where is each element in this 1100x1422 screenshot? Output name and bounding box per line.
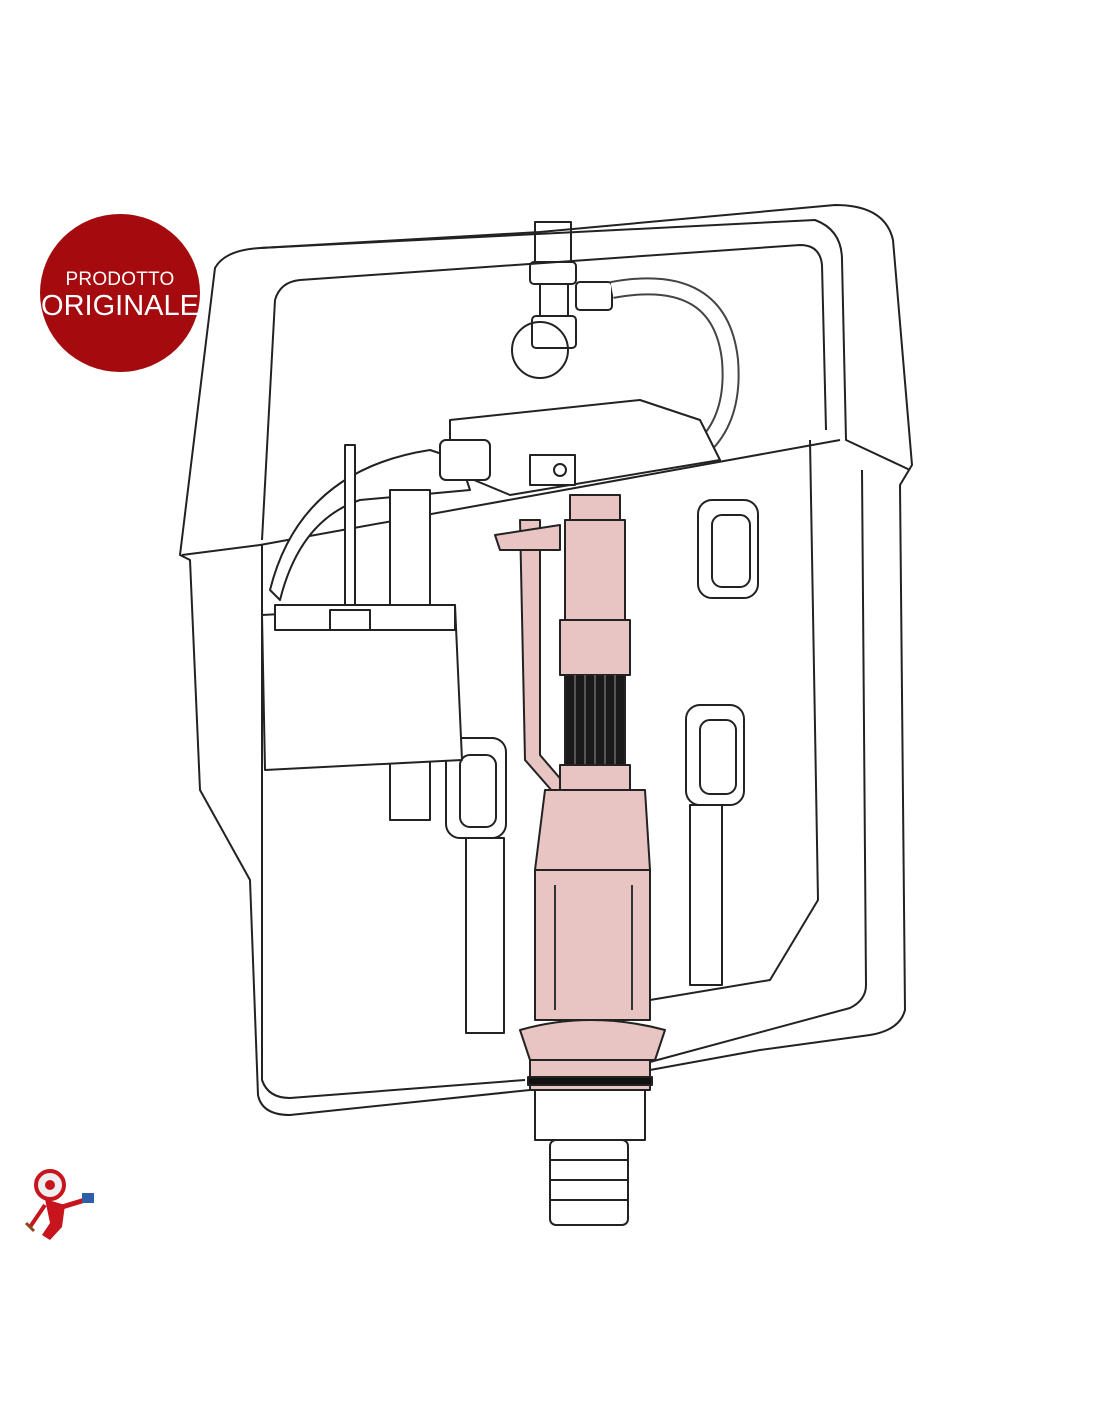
robot-mascot-icon bbox=[24, 1169, 94, 1240]
water-inlet-fitting bbox=[511, 221, 740, 457]
badge-line2: ORIGINALE bbox=[41, 290, 199, 322]
drain-pipe bbox=[534, 1089, 646, 1141]
fill-valve bbox=[261, 439, 491, 821]
mounting-slots bbox=[445, 499, 759, 1034]
flush-valve bbox=[494, 494, 666, 1091]
original-product-badge: PRODOTTO ORIGINALE bbox=[40, 214, 200, 372]
cistern-shell bbox=[179, 204, 913, 1116]
badge-line1: PRODOTTO bbox=[65, 269, 175, 290]
inner-panel bbox=[274, 244, 827, 431]
